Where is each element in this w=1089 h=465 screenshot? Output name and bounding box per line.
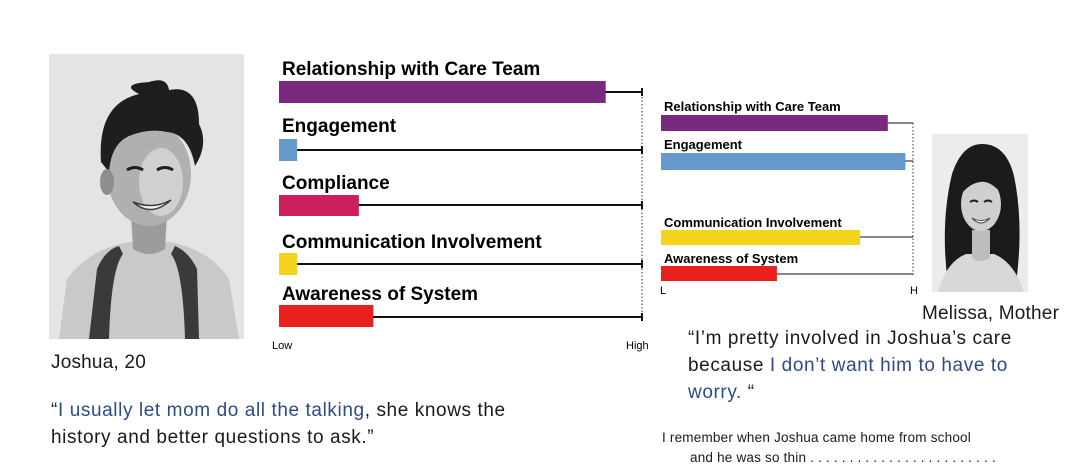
right-bar-row-relationship: Relationship with Care Team <box>661 99 913 131</box>
bar-label-engagement: Engagement <box>664 137 743 152</box>
persona-name-melissa: Melissa, Mother <box>922 303 1060 324</box>
left-bar-row-relationship: Relationship with Care Team <box>279 59 643 103</box>
right-bar-row-engagement: Engagement <box>661 137 913 170</box>
right-bar-row-awareness: Awareness of System <box>661 251 913 281</box>
bar-label-communication: Communication Involvement <box>664 215 842 230</box>
melissa-profile-chart: Relationship with Care Team Engagement C… <box>655 95 925 300</box>
quote-highlight-joshua: I usually let mom do all the talking <box>57 400 365 421</box>
persona-name-joshua: Joshua, 20 <box>51 352 146 373</box>
joshua-portrait-illustration <box>49 54 244 339</box>
quote-open-mark: “ <box>51 400 58 421</box>
bar-awareness <box>661 266 777 281</box>
bar-communication <box>661 230 861 245</box>
bar-relationship <box>279 81 606 103</box>
quote-highlight-melissa: I don’t want him to have to worry. <box>688 355 1008 403</box>
persona-quote-joshua: “I usually let mom do all the talking, s… <box>51 397 551 451</box>
portrait-photo-joshua <box>49 54 244 339</box>
left-bar-row-communication: Communication Involvement <box>279 232 643 275</box>
bar-label-engagement: Engagement <box>282 116 397 137</box>
bar-relationship <box>661 115 888 131</box>
melissa-portrait-illustration <box>932 134 1028 292</box>
left-bar-row-engagement: Engagement <box>279 116 643 161</box>
bar-label-compliance: Compliance <box>282 173 390 194</box>
portrait-photo-melissa <box>932 134 1028 292</box>
bar-label-relationship: Relationship with Care Team <box>282 59 540 80</box>
bar-engagement <box>279 139 298 161</box>
bar-label-relationship: Relationship with Care Team <box>664 99 841 114</box>
joshua-profile-chart: Relationship with Care Team Engagement C… <box>270 52 662 357</box>
quote-close-mark: “ <box>741 382 755 403</box>
bar-engagement <box>661 153 906 170</box>
bar-label-communication: Communication Involvement <box>282 232 542 253</box>
joshua-chart-svg: Relationship with Care Team Engagement C… <box>272 59 649 352</box>
quote-pre-melissa: “I’m pretty involved in Joshua’s care be… <box>688 328 1012 376</box>
axis-label-low: L <box>660 285 666 297</box>
quote-rest-joshua: , she knows the history and better quest… <box>51 400 506 448</box>
melissa-chart-svg: Relationship with Care Team Engagement C… <box>660 99 918 297</box>
bar-awareness <box>279 305 374 327</box>
melissa-story-line-1: I remember when Joshua came home from sc… <box>662 430 971 445</box>
axis-label-low: Low <box>272 340 292 352</box>
persona-quote-melissa: “I’m pretty involved in Joshua’s care be… <box>688 325 1033 406</box>
axis-label-high: High <box>626 340 649 352</box>
bar-label-awareness: Awareness of System <box>664 251 798 266</box>
bar-label-awareness: Awareness of System <box>282 284 478 305</box>
right-bar-row-communication: Communication Involvement <box>661 215 913 245</box>
bar-communication <box>279 253 298 275</box>
melissa-story-line-2: and he was so thin . . . . . . . . . . .… <box>690 450 996 465</box>
bar-compliance <box>279 195 359 216</box>
axis-label-high: H <box>910 285 918 297</box>
left-bar-row-awareness: Awareness of System <box>279 284 643 327</box>
left-bar-row-compliance: Compliance <box>279 173 643 216</box>
